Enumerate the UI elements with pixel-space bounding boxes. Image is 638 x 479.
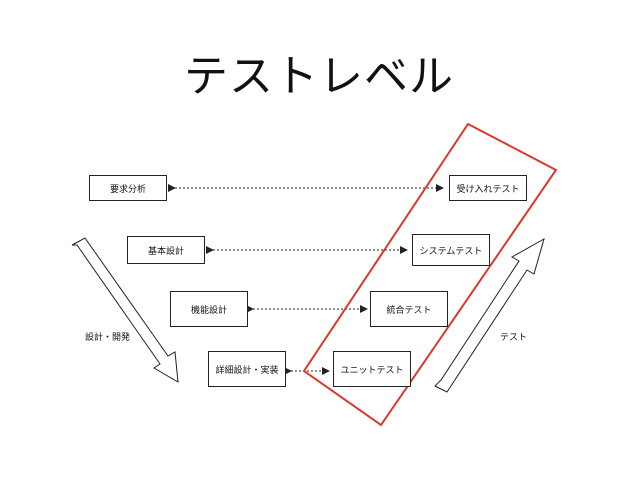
box-system-test: システムテスト — [412, 234, 490, 266]
box-detailed-design-implementation: 詳細設計・実装 — [208, 351, 286, 387]
testing-arrow — [434, 237, 545, 393]
highlight-outline — [302, 122, 558, 427]
box-integration-test: 統合テスト — [370, 291, 448, 327]
box-requirements-analysis: 要求分析 — [89, 175, 167, 201]
box-basic-design: 基本設計 — [127, 236, 205, 264]
box-functional-design: 機能設計 — [170, 291, 248, 327]
testing-label: テスト — [500, 333, 528, 343]
box-unit-test: ユニットテスト — [333, 351, 411, 387]
design-development-label: 設計・開発 — [85, 333, 131, 343]
design-development-arrow — [71, 237, 179, 383]
slide-title: テストレベル — [184, 51, 454, 102]
box-acceptance-test: 受け入れテスト — [449, 175, 527, 201]
